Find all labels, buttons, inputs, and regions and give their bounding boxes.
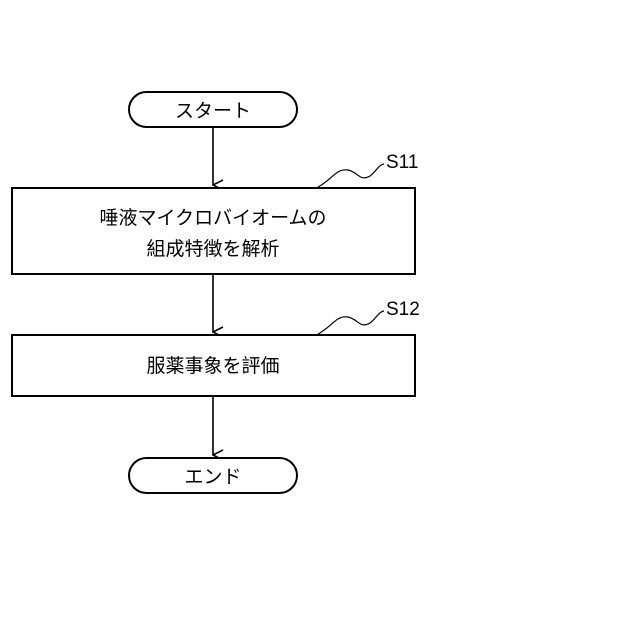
step-s11-leader-line bbox=[318, 164, 384, 187]
step-s11: 唾液マイクロバイオームの 組成特徴を解析 S11 bbox=[12, 152, 418, 274]
step-s11-line-2: 組成特徴を解析 bbox=[146, 238, 279, 260]
step-s11-box bbox=[12, 188, 415, 274]
step-s12-leader-line bbox=[318, 311, 384, 334]
end-label: エンド bbox=[184, 466, 241, 488]
step-s11-id: S11 bbox=[386, 152, 418, 173]
step-s12-line-1: 服薬事象を評価 bbox=[146, 355, 279, 377]
end-terminal: エンド bbox=[129, 458, 297, 493]
start-terminal: スタート bbox=[129, 92, 297, 127]
step-s12-id: S12 bbox=[386, 299, 420, 320]
start-label: スタート bbox=[175, 100, 251, 122]
step-s12: 服薬事象を評価 S12 bbox=[12, 299, 420, 396]
step-s11-line-1: 唾液マイクロバイオームの bbox=[99, 207, 326, 229]
